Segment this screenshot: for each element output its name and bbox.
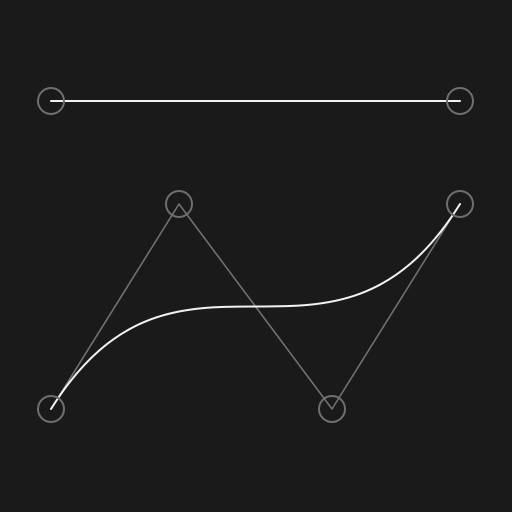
- bezier-curve: [50, 203, 461, 410]
- bezier-anchor-start-handle[interactable]: [37, 395, 65, 423]
- bezier-anchor-end-handle[interactable]: [446, 190, 474, 218]
- bezier-control-1-handle[interactable]: [165, 190, 193, 218]
- timeline-start-handle[interactable]: [37, 87, 65, 115]
- timeline-group: [37, 87, 474, 115]
- bezier-control-2-handle[interactable]: [318, 395, 346, 423]
- bezier-group: [37, 190, 474, 423]
- timeline-end-handle[interactable]: [446, 87, 474, 115]
